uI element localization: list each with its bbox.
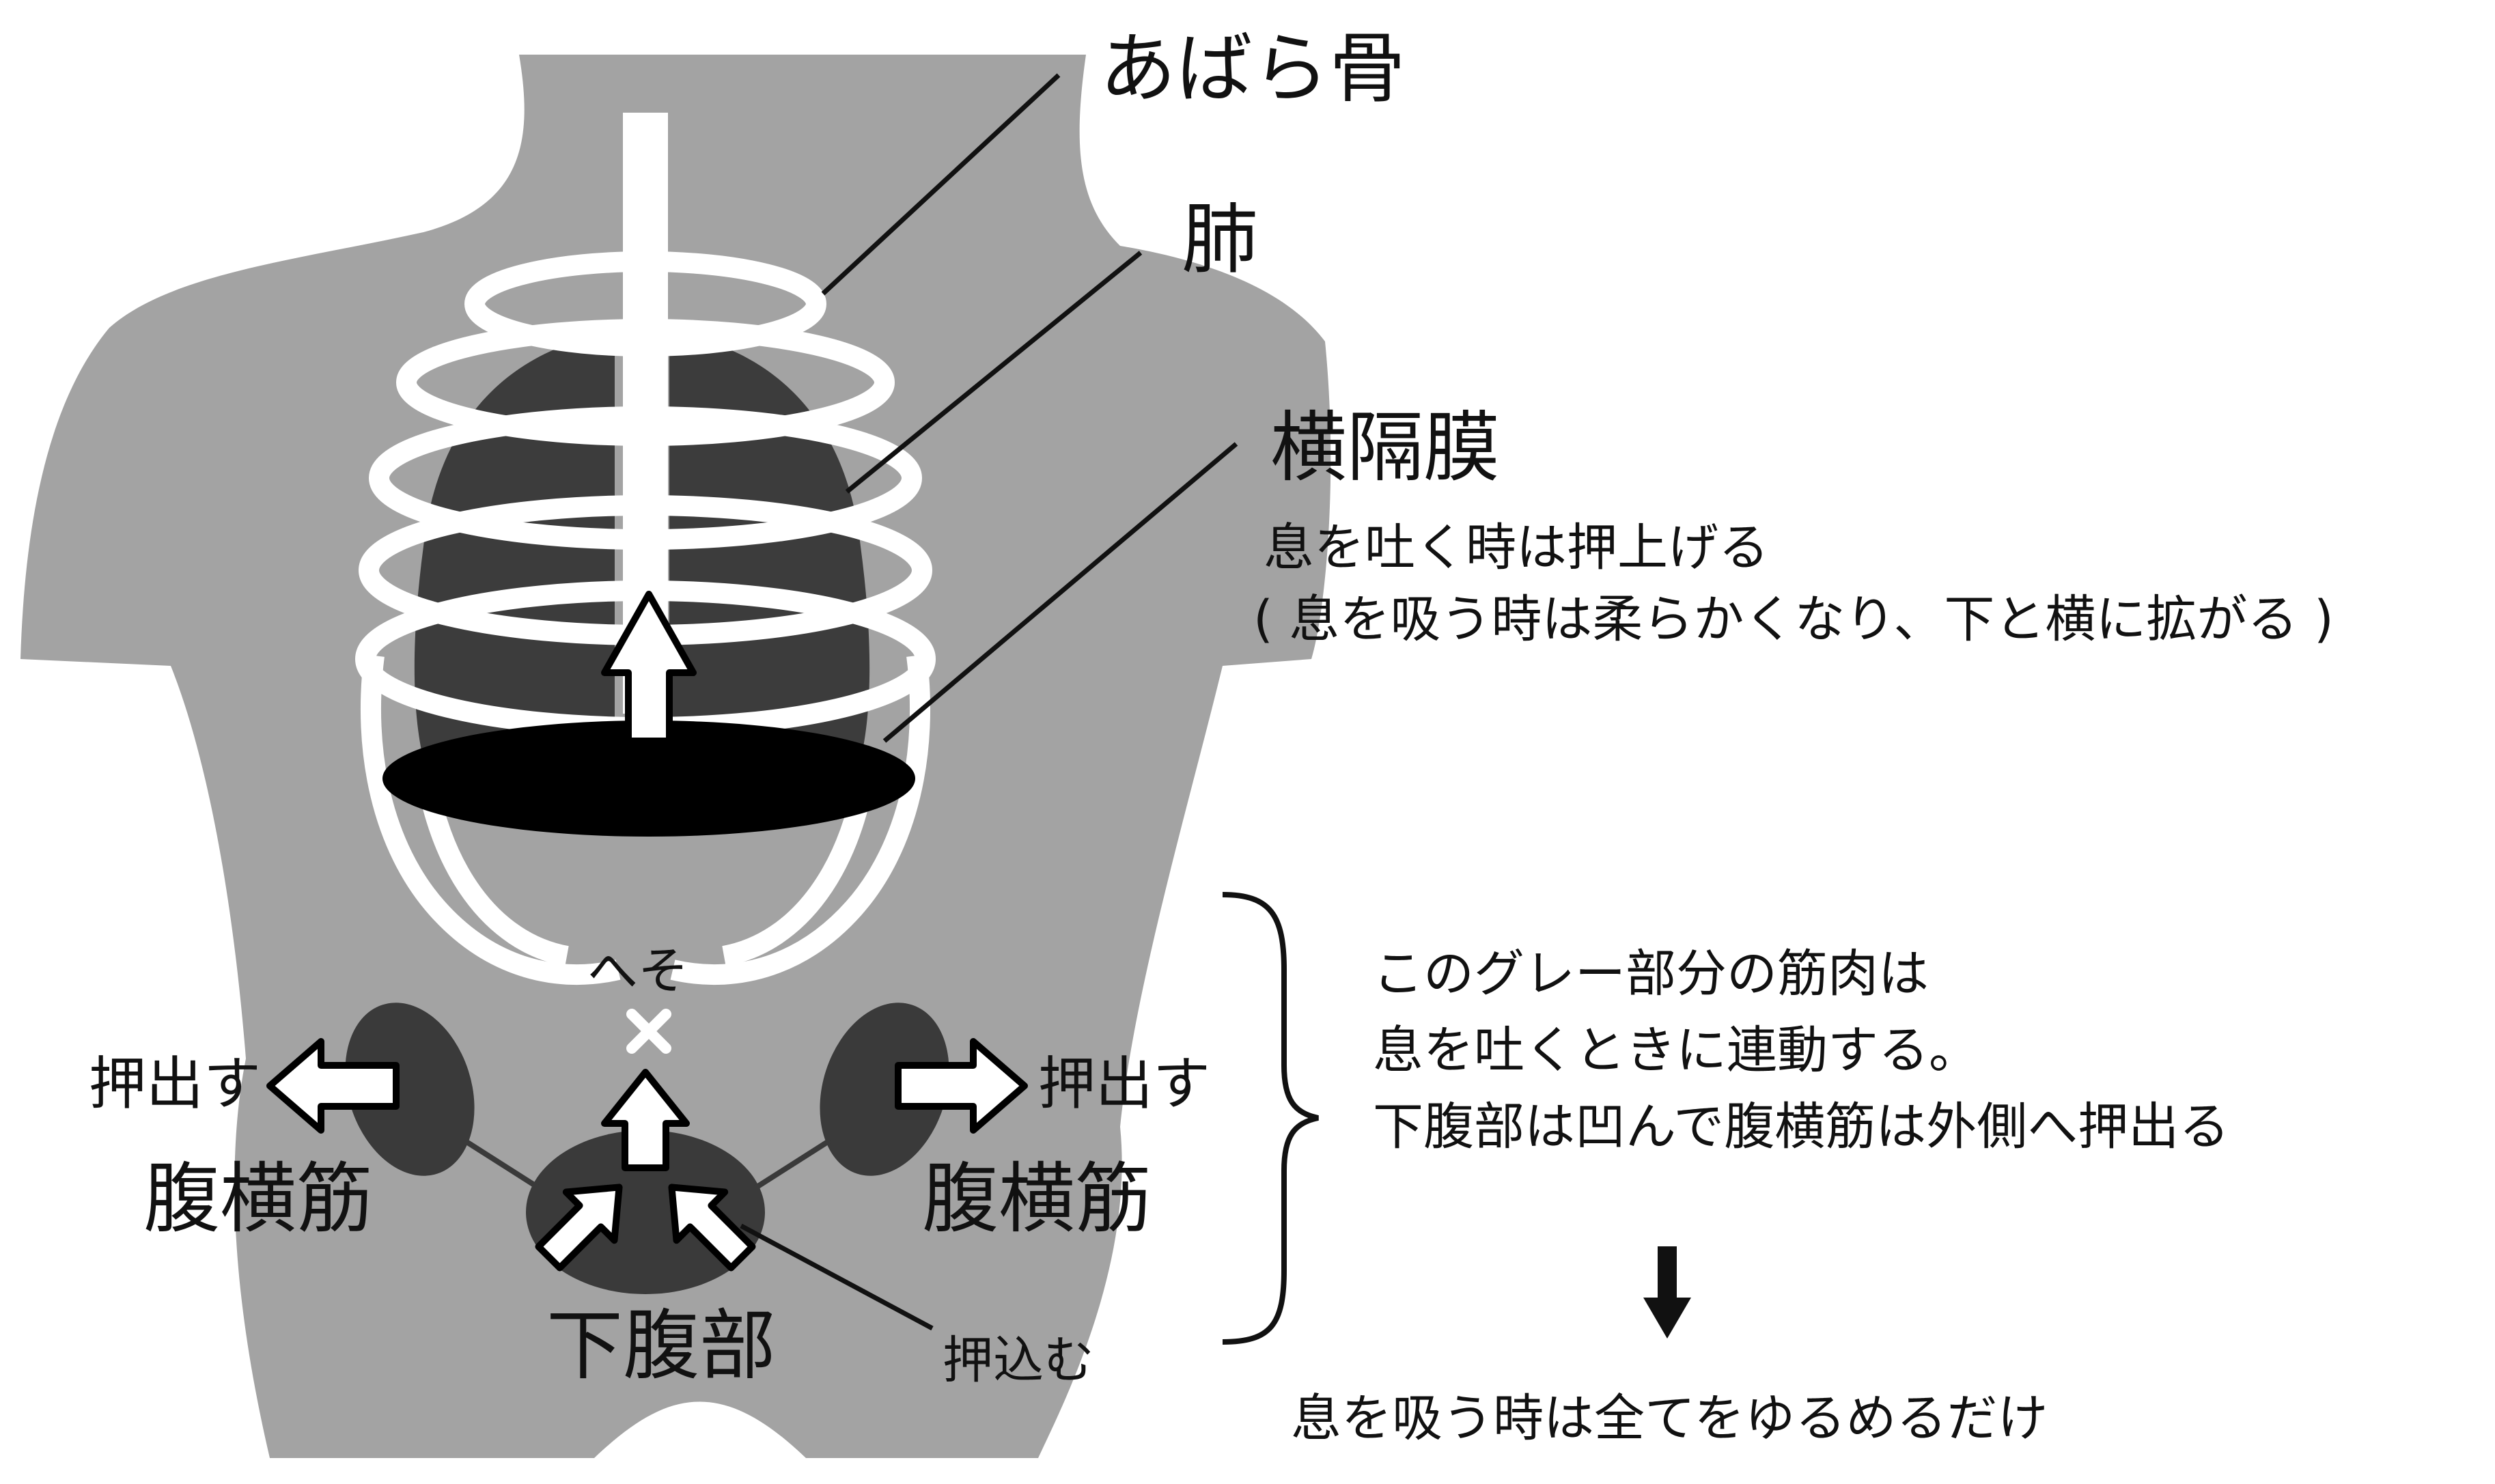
right-lung xyxy=(669,335,870,806)
lungs-leader xyxy=(845,251,1143,494)
push-out-right-arrow-icon xyxy=(895,1038,1028,1134)
push-arrows xyxy=(266,1038,1028,1272)
push-in-label: 押込む xyxy=(943,1331,1094,1390)
rib-3 xyxy=(369,406,922,550)
push-in-leader xyxy=(740,1223,934,1331)
abdominal-muscles xyxy=(345,1003,949,1294)
ribs-leader xyxy=(821,73,1061,296)
rib-2 xyxy=(396,319,895,446)
push-out-left-arrow-icon xyxy=(266,1038,400,1134)
transversus-left-label: 腹横筋 xyxy=(143,1155,373,1244)
diaphragm-note-line-2: ( 息を吸う時は柔らかくなり、下と横に拡がる ) xyxy=(1253,590,2334,649)
push-in-left-arrow-icon xyxy=(535,1184,623,1272)
muscle-note-line-1: このグレー部分の筋肉は xyxy=(1373,944,1929,1003)
lungs xyxy=(414,335,870,806)
navel-x-icon xyxy=(626,1009,671,1054)
transversus-right-muscle xyxy=(820,1003,949,1176)
transversus-left-muscle xyxy=(345,1003,475,1176)
lower-abdomen-muscle xyxy=(526,1130,765,1294)
down-arrow-icon xyxy=(1643,1246,1691,1339)
lungs-label: 肺 xyxy=(1182,195,1258,284)
transversus-right-label: 腹横筋 xyxy=(922,1155,1152,1244)
costal-margin-right xyxy=(670,654,931,985)
leader-lines xyxy=(740,73,1238,1331)
diaphragm-label: 横隔膜 xyxy=(1270,404,1500,492)
lower-abdomen-up-arrow-icon xyxy=(601,1069,690,1171)
rib-1 xyxy=(464,251,826,356)
rib-cage xyxy=(355,113,936,985)
muscle-note-line-3: 下腹部は凹んで腹横筋は外側へ押出る xyxy=(1373,1097,2230,1156)
push-in-right-arrow-icon xyxy=(668,1184,756,1272)
costal-margin-left xyxy=(360,654,621,985)
inhale-note: 息を吸う時は全てをゆるめるだけ xyxy=(1291,1389,2048,1448)
diaphragm xyxy=(382,720,915,837)
diaphragm-leader xyxy=(882,442,1238,743)
push-out-left-label: 押出す xyxy=(89,1050,262,1117)
navel-label: へそ xyxy=(587,942,688,1000)
push-out-right-label: 押出す xyxy=(1038,1050,1211,1117)
diaphragm-note-line-1: 息を吐く時は押上げる xyxy=(1264,518,1769,577)
left-lung xyxy=(414,335,615,806)
muscle-note: このグレー部分の筋肉は 息を吐くときに連動する。 下腹部は凹んで腹横筋は外側へ押… xyxy=(1373,936,2229,1165)
ribs-label: あばら骨 xyxy=(1100,25,1406,113)
grouping-brace xyxy=(1222,892,1319,1345)
muscle-connectors xyxy=(462,1138,832,1191)
diaphragm-up-arrow-icon xyxy=(601,591,697,744)
lower-abdomen-label: 下腹部 xyxy=(546,1302,776,1390)
muscle-note-line-2: 息を吐くときに連動する。 xyxy=(1373,1021,1979,1080)
